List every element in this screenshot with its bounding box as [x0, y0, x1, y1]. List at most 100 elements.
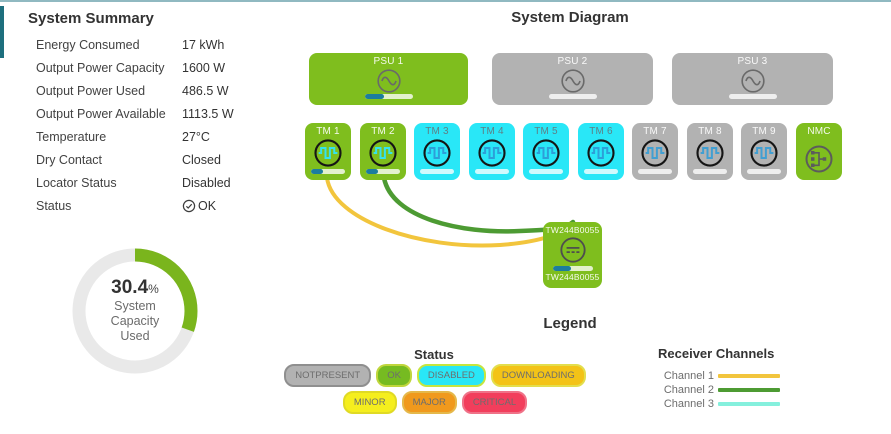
progress-bar [638, 169, 672, 174]
summary-row: Output Power Capacity 1600 W [36, 56, 276, 79]
receiver-channels-legend: Receiver Channels Channel 1 Channel 2 Ch… [652, 346, 822, 411]
progress-bar [548, 94, 597, 99]
system-diagram-title: System Diagram [511, 9, 629, 26]
summary-value: 1113.5 W [182, 106, 234, 121]
summary-label: Output Power Capacity [36, 60, 165, 75]
status-pill-disabled: DISABLED [416, 364, 486, 387]
progress-bar [420, 169, 454, 174]
device-label: TM 9 [752, 126, 776, 137]
channel-legend-row: Channel 2 [652, 383, 822, 397]
check-circle-icon [182, 199, 196, 212]
summary-label: Status [36, 198, 72, 213]
status-pill-ok: OK [376, 364, 412, 387]
sine-icon [560, 68, 585, 93]
module-box-nmc[interactable]: NMC [796, 123, 842, 180]
module-box-tm-7[interactable]: TM 7 [632, 123, 678, 180]
device-label: TM 8 [698, 126, 722, 137]
channel-legend-row: Channel 1 [652, 369, 822, 383]
system-summary-table: Energy Consumed 17 kWh Output Power Capa… [36, 33, 276, 217]
summary-value: 486.5 W [182, 83, 229, 98]
channel-color-line [718, 402, 780, 406]
module-box-tm-4[interactable]: TM 4 [469, 123, 515, 180]
device-label: TM 7 [643, 126, 667, 137]
module-box-tm-3[interactable]: TM 3 [414, 123, 460, 180]
progress-bar [366, 169, 400, 174]
summary-label: Dry Contact [36, 152, 102, 167]
receiver-label-bottom: TW244B0055 [545, 271, 600, 282]
psu-box-psu-1[interactable]: PSU 1 [309, 53, 468, 105]
device-label: TM 1 [316, 126, 340, 137]
channel-color-line [718, 388, 780, 392]
channel-label: Channel 3 [663, 398, 714, 410]
status-pill-critical: CRITICAL [461, 391, 528, 414]
psu-box-psu-2[interactable]: PSU 2 [492, 53, 653, 105]
channel-label: Channel 1 [663, 370, 714, 382]
summary-label: Locator Status [36, 175, 117, 190]
square-wave-icon [696, 139, 724, 167]
receiver-box[interactable]: TW244B0055 TW244B0055 [543, 222, 602, 288]
channel-1-connection [325, 176, 573, 248]
channel-label: Channel 2 [663, 384, 714, 396]
square-wave-icon [587, 139, 615, 167]
receiver-label-top: TW244B0055 [545, 225, 600, 235]
progress-bar [728, 94, 777, 99]
module-box-tm-1[interactable]: TM 1 [305, 123, 351, 180]
device-label: TM 2 [371, 126, 395, 137]
device-label: PSU 3 [737, 56, 768, 67]
module-box-tm-2[interactable]: TM 2 [360, 123, 406, 180]
summary-row: Status OK [36, 194, 276, 217]
gauge-value: 30.4% [111, 276, 159, 298]
device-label: TM 3 [425, 126, 449, 137]
module-box-tm-9[interactable]: TM 9 [741, 123, 787, 180]
summary-label: Energy Consumed [36, 37, 140, 52]
progress-bar [475, 169, 509, 174]
sine-icon [740, 68, 765, 93]
summary-value: OK [182, 199, 276, 213]
square-wave-icon [750, 139, 778, 167]
dc-icon [559, 237, 586, 263]
sine-icon [376, 68, 401, 93]
module-box-tm-5[interactable]: TM 5 [523, 123, 569, 180]
status-legend: NOTPRESENT OK DISABLED DOWNLOADING MINOR… [284, 364, 586, 414]
summary-row: Output Power Used 486.5 W [36, 79, 276, 102]
device-label: PSU 1 [373, 56, 404, 67]
device-label: TM 6 [589, 126, 613, 137]
top-border [0, 0, 891, 2]
device-label: TM 4 [480, 126, 504, 137]
summary-label: Output Power Available [36, 106, 166, 121]
summary-row: Energy Consumed 17 kWh [36, 33, 276, 56]
left-accent-bar [0, 6, 4, 58]
module-box-tm-8[interactable]: TM 8 [687, 123, 733, 180]
receiver-channels-title: Receiver Channels [658, 346, 775, 361]
module-box-tm-6[interactable]: TM 6 [578, 123, 624, 180]
square-wave-icon [314, 139, 342, 167]
status-pill-downloading: DOWNLOADING [490, 364, 586, 387]
square-wave-icon [641, 139, 669, 167]
summary-label: Output Power Used [36, 83, 146, 98]
summary-row: Temperature 27°C [36, 125, 276, 148]
donut-chart [72, 248, 198, 374]
channel-legend-row: Channel 3 [652, 397, 822, 411]
summary-value: 1600 W [182, 60, 226, 75]
summary-value: Closed [182, 152, 221, 167]
summary-value: Disabled [182, 175, 231, 190]
network-icon [805, 145, 833, 173]
progress-bar [529, 169, 563, 174]
status-pill-notpresent: NOTPRESENT [284, 364, 372, 387]
progress-bar [747, 169, 781, 174]
square-wave-icon [369, 139, 397, 167]
device-label: PSU 2 [557, 56, 588, 67]
psu-box-psu-3[interactable]: PSU 3 [672, 53, 833, 105]
status-pill-major: MAJOR [401, 391, 457, 414]
device-label: TM 5 [534, 126, 558, 137]
progress-bar [693, 169, 727, 174]
system-summary-title: System Summary [28, 10, 154, 27]
summary-row: Locator Status Disabled [36, 171, 276, 194]
gauge-unit: % [148, 281, 159, 296]
progress-bar [584, 169, 618, 174]
summary-row: Output Power Available 1113.5 W [36, 102, 276, 125]
